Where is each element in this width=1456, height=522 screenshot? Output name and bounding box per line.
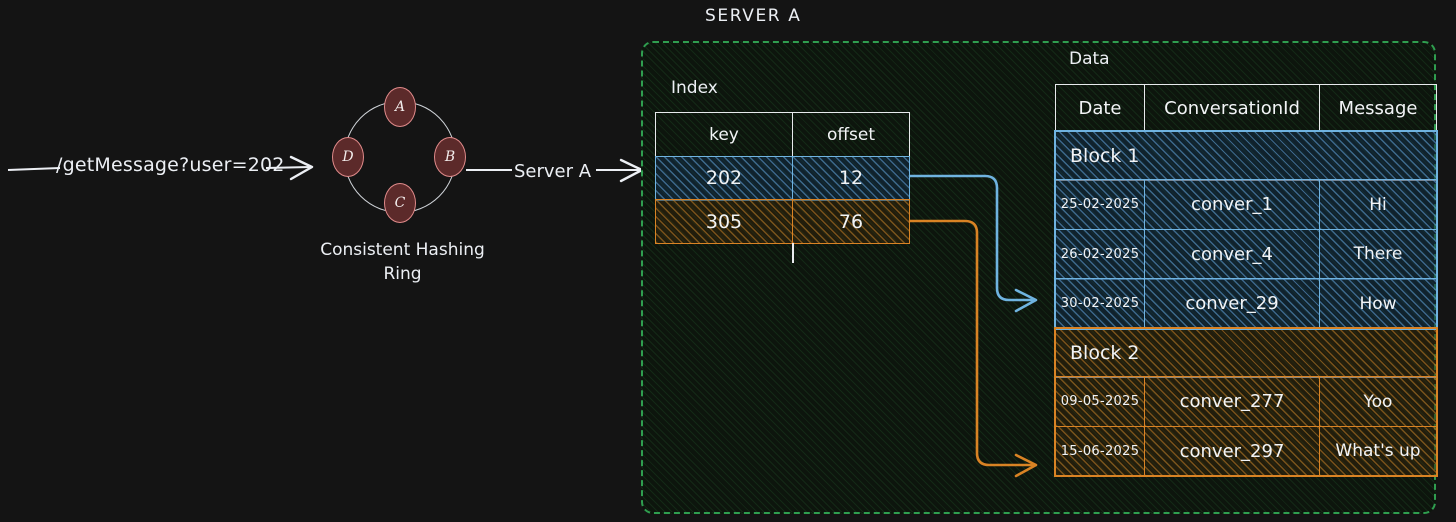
data-title: Data [1069, 49, 1110, 69]
ring-node-b[interactable]: B [434, 137, 466, 177]
index-header-offset: offset [792, 112, 910, 157]
index-table-tick [792, 243, 794, 263]
data-row-0-message[interactable]: Hi [1319, 179, 1437, 230]
ring-node-c[interactable]: C [384, 183, 416, 223]
data-row-0-date[interactable]: 25-02-2025 [1055, 179, 1145, 230]
data-row-2-conversationid[interactable]: conver_29 [1144, 278, 1320, 329]
data-row-2-message[interactable]: How [1319, 278, 1437, 329]
consistent-hashing-ring: A B C D [326, 87, 476, 235]
edge-label-server-a: Server A [514, 161, 592, 182]
index-row-1-offset[interactable]: 76 [792, 199, 910, 244]
index-title: Index [671, 78, 718, 98]
index-row-0-offset[interactable]: 12 [792, 155, 910, 201]
data-row-1-date[interactable]: 26-02-2025 [1055, 228, 1145, 280]
index-row-1-key[interactable]: 305 [655, 199, 793, 244]
index-table: key offset 202 12 305 76 [655, 112, 910, 244]
data-row-3-conversationid[interactable]: conver_277 [1144, 376, 1320, 427]
data-row-4-message[interactable]: What's up [1319, 425, 1437, 477]
data-header-date: Date [1055, 84, 1145, 132]
index-row-0-key[interactable]: 202 [655, 155, 793, 201]
server-title: SERVER A [705, 6, 802, 26]
data-row-3-date[interactable]: 09-05-2025 [1055, 376, 1145, 427]
data-row-0-conversationid[interactable]: conver_1 [1144, 179, 1320, 230]
index-header-key: key [655, 112, 793, 157]
data-header-conversationid: ConversationId [1144, 84, 1320, 132]
request-url-label: /getMessage?user=202 [56, 154, 285, 176]
block-2-label: Block 2 [1055, 327, 1437, 378]
data-row-4-date[interactable]: 15-06-2025 [1055, 425, 1145, 477]
data-header-message: Message [1319, 84, 1437, 132]
ring-node-a[interactable]: A [384, 87, 416, 127]
data-table: Date ConversationId Message Block 1 25-0… [1054, 84, 1438, 496]
data-row-4-conversationid[interactable]: conver_297 [1144, 425, 1320, 477]
block-1-label: Block 1 [1055, 130, 1437, 181]
data-row-3-message[interactable]: Yoo [1319, 376, 1437, 427]
ring-caption: Consistent Hashing Ring [320, 240, 485, 284]
ring-node-d[interactable]: D [332, 137, 364, 177]
data-row-2-date[interactable]: 30-02-2025 [1055, 278, 1145, 329]
data-row-1-message[interactable]: There [1319, 228, 1437, 280]
data-row-1-conversationid[interactable]: conver_4 [1144, 228, 1320, 280]
